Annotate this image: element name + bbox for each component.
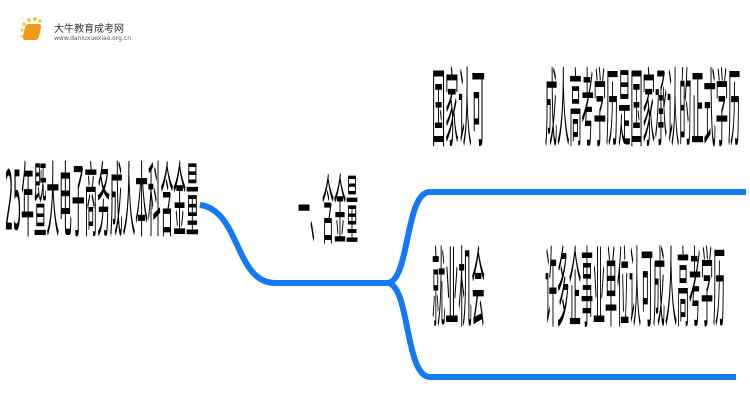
logo-title: 大牛教育成考网 xyxy=(54,24,124,35)
logo: 大牛教育成考网 www.daniuxuexiao.org.cn xyxy=(18,16,138,46)
detail-national-recognition[interactable]: 成人高考学历是国家承认的正式学历 xyxy=(545,61,741,161)
logo-url: www.daniuxuexiao.org.cn xyxy=(54,35,131,42)
detail-employment[interactable]: 许多企事业单位认可成人高考学历 xyxy=(545,240,725,342)
branch-node[interactable]: 一、含金量 xyxy=(298,169,358,257)
root-node[interactable]: 25年暨大电子商务成人本科含金量 xyxy=(5,155,199,251)
child-node-employment[interactable]: 就业机会 xyxy=(432,240,485,342)
child-node-national-recognition[interactable]: 国家认可 xyxy=(432,61,485,161)
link-branch-child-2 xyxy=(386,280,736,380)
link-branch-child-1 xyxy=(386,189,746,286)
link-root-branch xyxy=(199,202,390,286)
